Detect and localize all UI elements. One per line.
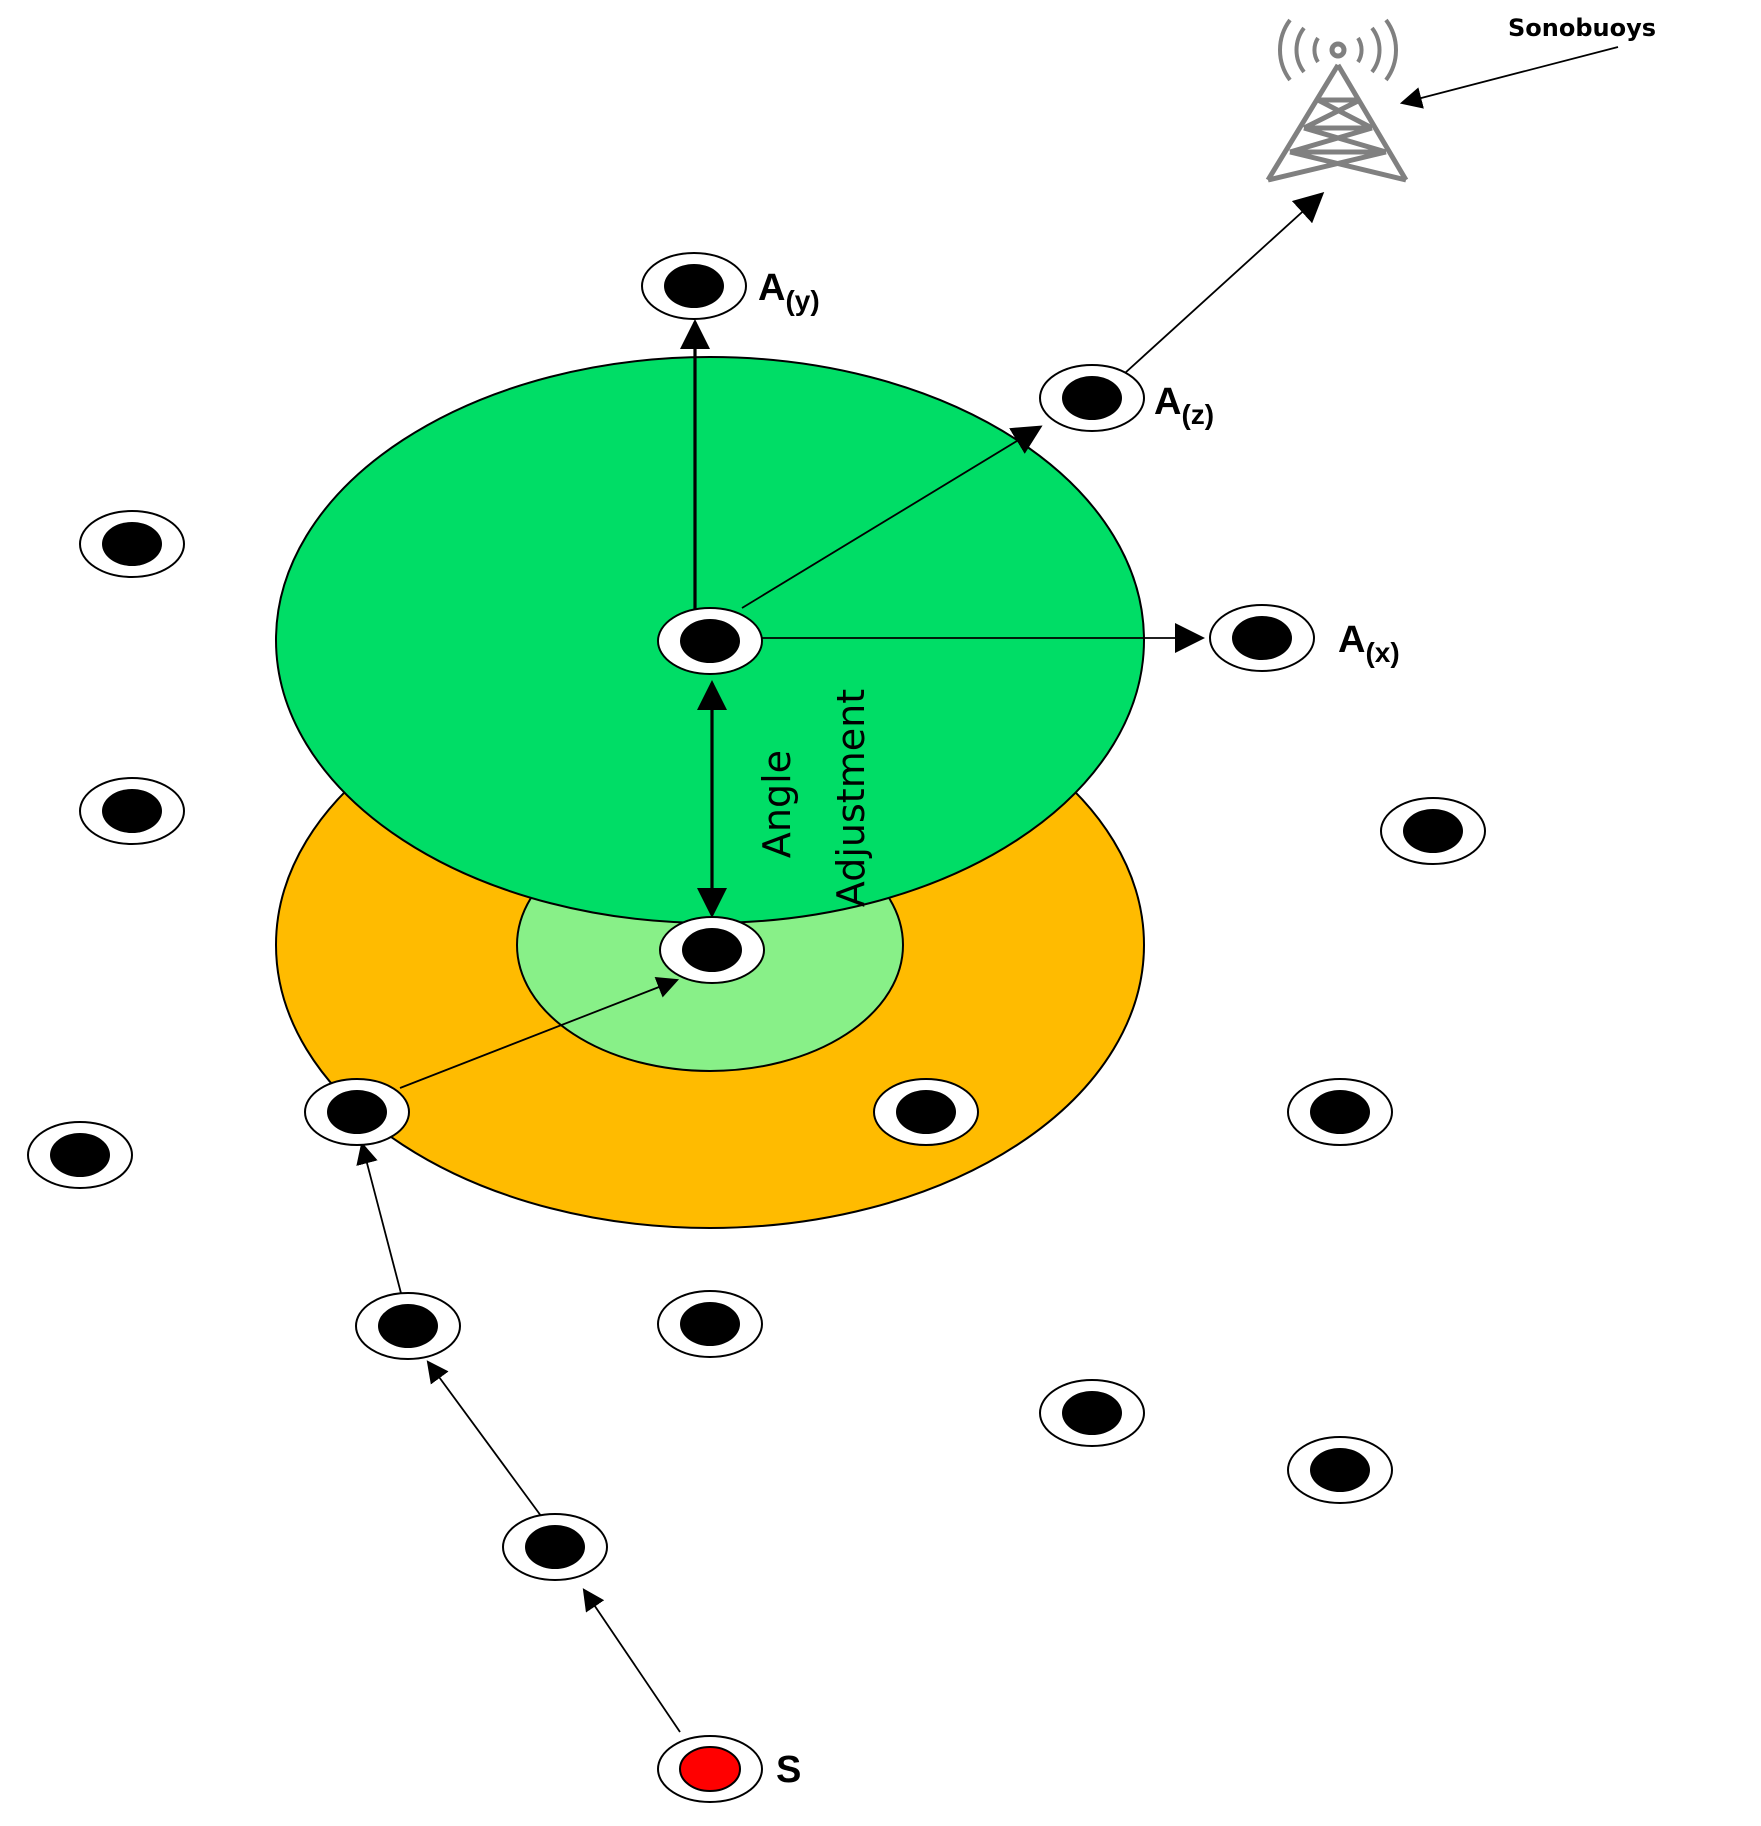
node-mid-bottom — [657, 1290, 763, 1358]
ay-label: A(y) — [758, 267, 820, 316]
node-path-3 — [304, 1078, 410, 1146]
edge-az-to-sonobuoy — [1124, 191, 1325, 374]
angle-label-line1: Angle — [755, 750, 799, 858]
ax-label-main: A — [1338, 619, 1365, 661]
node-az — [1039, 364, 1145, 432]
node-relay — [659, 916, 765, 984]
edge-center-to-az — [741, 425, 1043, 609]
node-left-1 — [79, 510, 185, 578]
ax-label: A(x) — [1338, 619, 1400, 668]
edge-source-to-n1 — [582, 1588, 681, 1733]
node-orange-right — [873, 1078, 979, 1146]
sonobuoys-pointer — [1399, 46, 1619, 109]
node-path-1 — [502, 1513, 608, 1581]
edge-n3-to-relay — [399, 976, 680, 1089]
sonobuoy-tower-icon — [1265, 18, 1409, 183]
az-label-sub: (z) — [1181, 399, 1214, 430]
node-right-3 — [1039, 1379, 1145, 1447]
angle-adjustment-label: Angle Adjustment — [755, 689, 873, 907]
node-path-2 — [355, 1292, 461, 1360]
node-right-1 — [1380, 797, 1486, 865]
edge-n1-to-n2 — [426, 1360, 545, 1521]
node-right-2 — [1287, 1078, 1393, 1146]
node-left-2 — [79, 777, 185, 845]
node-right-4 — [1287, 1436, 1393, 1504]
source-label: S — [776, 1749, 801, 1791]
node-source — [657, 1735, 763, 1803]
node-ax — [1209, 604, 1315, 672]
node-left-3 — [27, 1121, 133, 1189]
ay-label-main: A — [758, 267, 785, 309]
az-label-main: A — [1154, 381, 1181, 423]
node-center — [657, 607, 763, 675]
sonobuoys-label: Sonobuoys — [1508, 14, 1656, 42]
edge-n2-to-n3 — [356, 1141, 403, 1298]
az-label: A(z) — [1154, 381, 1214, 430]
angle-label-line2: Adjustment — [829, 689, 873, 907]
ax-label-sub: (x) — [1365, 637, 1399, 668]
ay-label-sub: (y) — [785, 285, 819, 316]
node-ay — [641, 252, 747, 320]
